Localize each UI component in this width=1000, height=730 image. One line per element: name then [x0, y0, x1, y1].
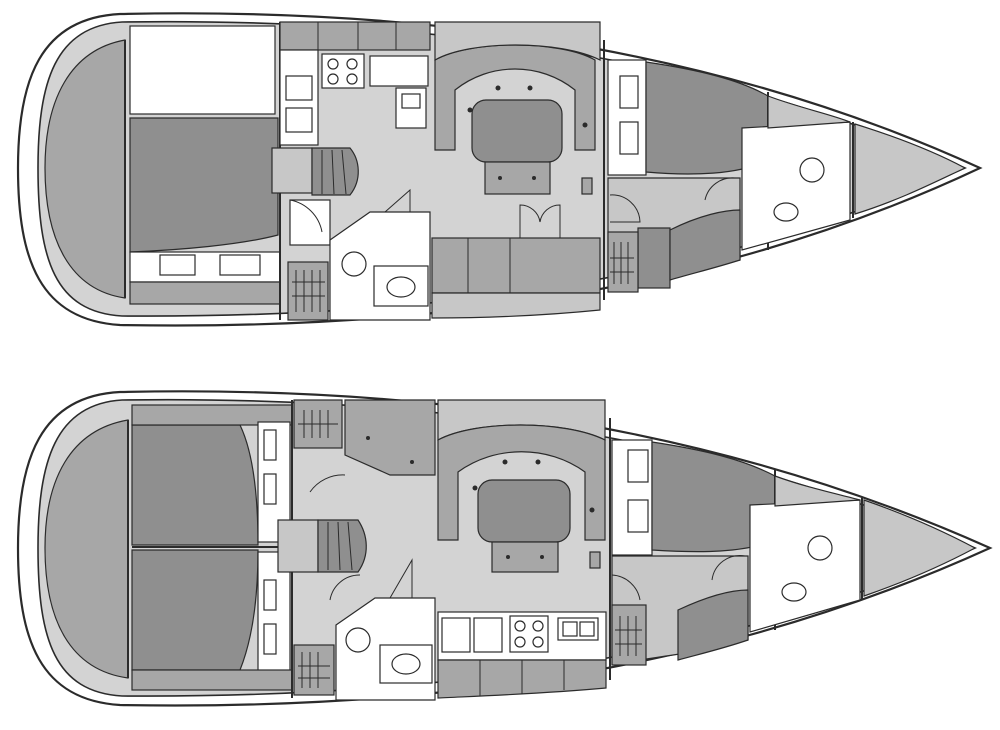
lower-saloon-u-settee: [437, 424, 606, 541]
upper-fwd-berth-tip: [669, 209, 741, 281]
upper-saloon-settee-back: [434, 21, 601, 62]
upper-aft-head-sink: [386, 276, 416, 298]
lower-aft-stbd-locker-door-2: [263, 623, 277, 655]
upper-saloon-starboard-backrest: [431, 292, 601, 319]
upper-aft-shelf: [129, 281, 281, 305]
lower-companionway-steps: [317, 519, 367, 573]
lower-aft-transom-area: [44, 419, 129, 679]
upper-nav-seat: [271, 147, 313, 194]
lower-nav-seat: [277, 519, 319, 573]
lower-aft-port-berth: [131, 424, 259, 546]
upper-burner-2: [346, 58, 358, 70]
upper-fwd-seat: [637, 227, 671, 289]
upper-fwd-head-sink: [773, 202, 799, 222]
upper-fwd-shower-tray: [767, 95, 851, 129]
upper-aft-transom-area: [44, 39, 126, 299]
upper-galley-stove: [321, 53, 365, 89]
upper-burner-4: [346, 73, 358, 85]
lower-aft-stbd-locker-2: [293, 644, 335, 696]
lower-layout: [16, 390, 993, 707]
upper-fridge-door-2: [285, 107, 313, 133]
upper-fwd-head: [741, 121, 851, 251]
lower-aft-toilet: [345, 627, 371, 653]
upper-aft-step-1: [159, 254, 196, 276]
upper-fwd-locker-door-2: [619, 121, 639, 155]
lower-saloon-table: [477, 479, 571, 543]
upper-saloon-post: [581, 177, 593, 195]
upper-saloon-starboard-settee: [431, 237, 601, 294]
upper-aft-double-berth: [129, 117, 279, 253]
lower-galley-stove: [509, 615, 549, 653]
upper-fwd-locker-door-1: [619, 75, 639, 109]
upper-burner-1: [327, 58, 339, 70]
lower-galley-fridge-1: [441, 617, 471, 653]
lower-saloon-post: [589, 551, 601, 569]
lower-aft-head-sink: [391, 653, 421, 675]
lower-aft-stbd-locker-door-1: [263, 579, 277, 611]
lower-galley-basin-2: [579, 621, 595, 637]
lower-aft-port-locker-door-2: [263, 473, 277, 505]
upper-fwd-toilet: [799, 157, 825, 183]
upper-burner-3: [327, 73, 339, 85]
lower-nav-station: [344, 399, 436, 476]
upper-aft-cabin-locker: [129, 25, 276, 115]
upper-layout: [16, 12, 983, 327]
upper-companionway-steps: [311, 147, 359, 196]
lower-fwd-shelf: [611, 604, 647, 666]
lower-fwd-berth-tip: [677, 589, 749, 661]
upper-aft-toilet: [341, 251, 367, 277]
lower-fwd-head-sink: [781, 582, 807, 602]
lower-aft-starboard-berth: [131, 549, 259, 671]
upper-galley-basin: [401, 93, 421, 109]
upper-aft-step-2: [219, 254, 261, 276]
lower-fwd-locker-door-2: [627, 499, 649, 533]
upper-aft-locker: [287, 261, 329, 321]
lower-galley-fridge-2: [473, 617, 503, 653]
upper-fridge-door-1: [285, 75, 313, 101]
upper-aft-door: [289, 199, 331, 246]
lower-anchor-locker: [863, 499, 977, 597]
upper-galley-sink: [369, 55, 429, 87]
lower-fwd-toilet: [807, 535, 833, 561]
lower-fwd-shower-tray: [774, 475, 861, 507]
upper-saloon-table: [471, 99, 563, 163]
lower-aft-stbd-shelf: [131, 669, 293, 691]
lower-galley-basin-1: [562, 621, 578, 637]
upper-galley-upper-counter: [279, 21, 431, 51]
lower-aft-port-locker-door-1: [263, 429, 277, 461]
upper-saloon-table-leaf: [484, 161, 551, 195]
upper-anchor-locker: [854, 123, 967, 215]
lower-fwd-head: [749, 499, 861, 633]
upper-fwd-shelf: [607, 231, 639, 293]
upper-fwd-locker: [607, 59, 647, 176]
lower-fwd-locker-door-1: [627, 449, 649, 483]
lower-saloon-table-leaf: [491, 541, 559, 573]
